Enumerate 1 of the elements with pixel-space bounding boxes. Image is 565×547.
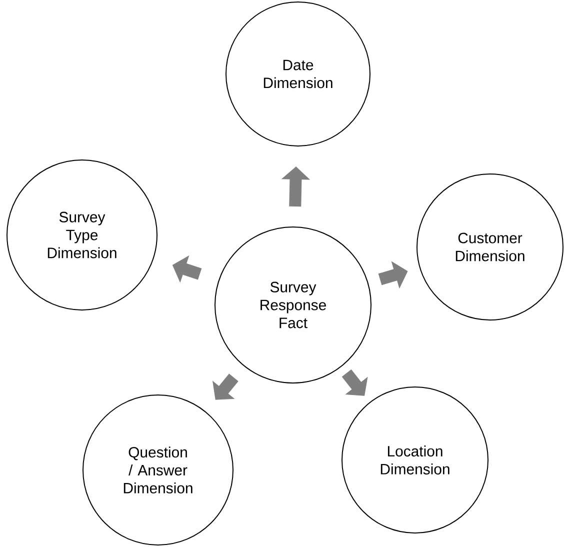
block-arrow	[342, 369, 368, 396]
